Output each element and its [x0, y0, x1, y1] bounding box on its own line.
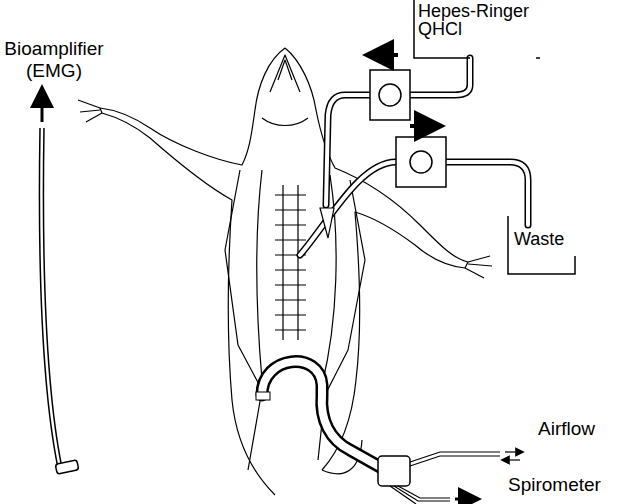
reservoir-container: Waste — [508, 216, 575, 274]
part-label: Spirometer — [508, 474, 601, 496]
part-label: Airflow — [538, 418, 595, 440]
container-label: Hepes-Ringer QHCl — [418, 2, 536, 38]
reservoir-container: Hepes-Ringer QHCl — [414, 0, 540, 58]
part-label: Bioamplifier (EMG) — [4, 38, 104, 82]
container-label: Waste — [514, 230, 569, 249]
